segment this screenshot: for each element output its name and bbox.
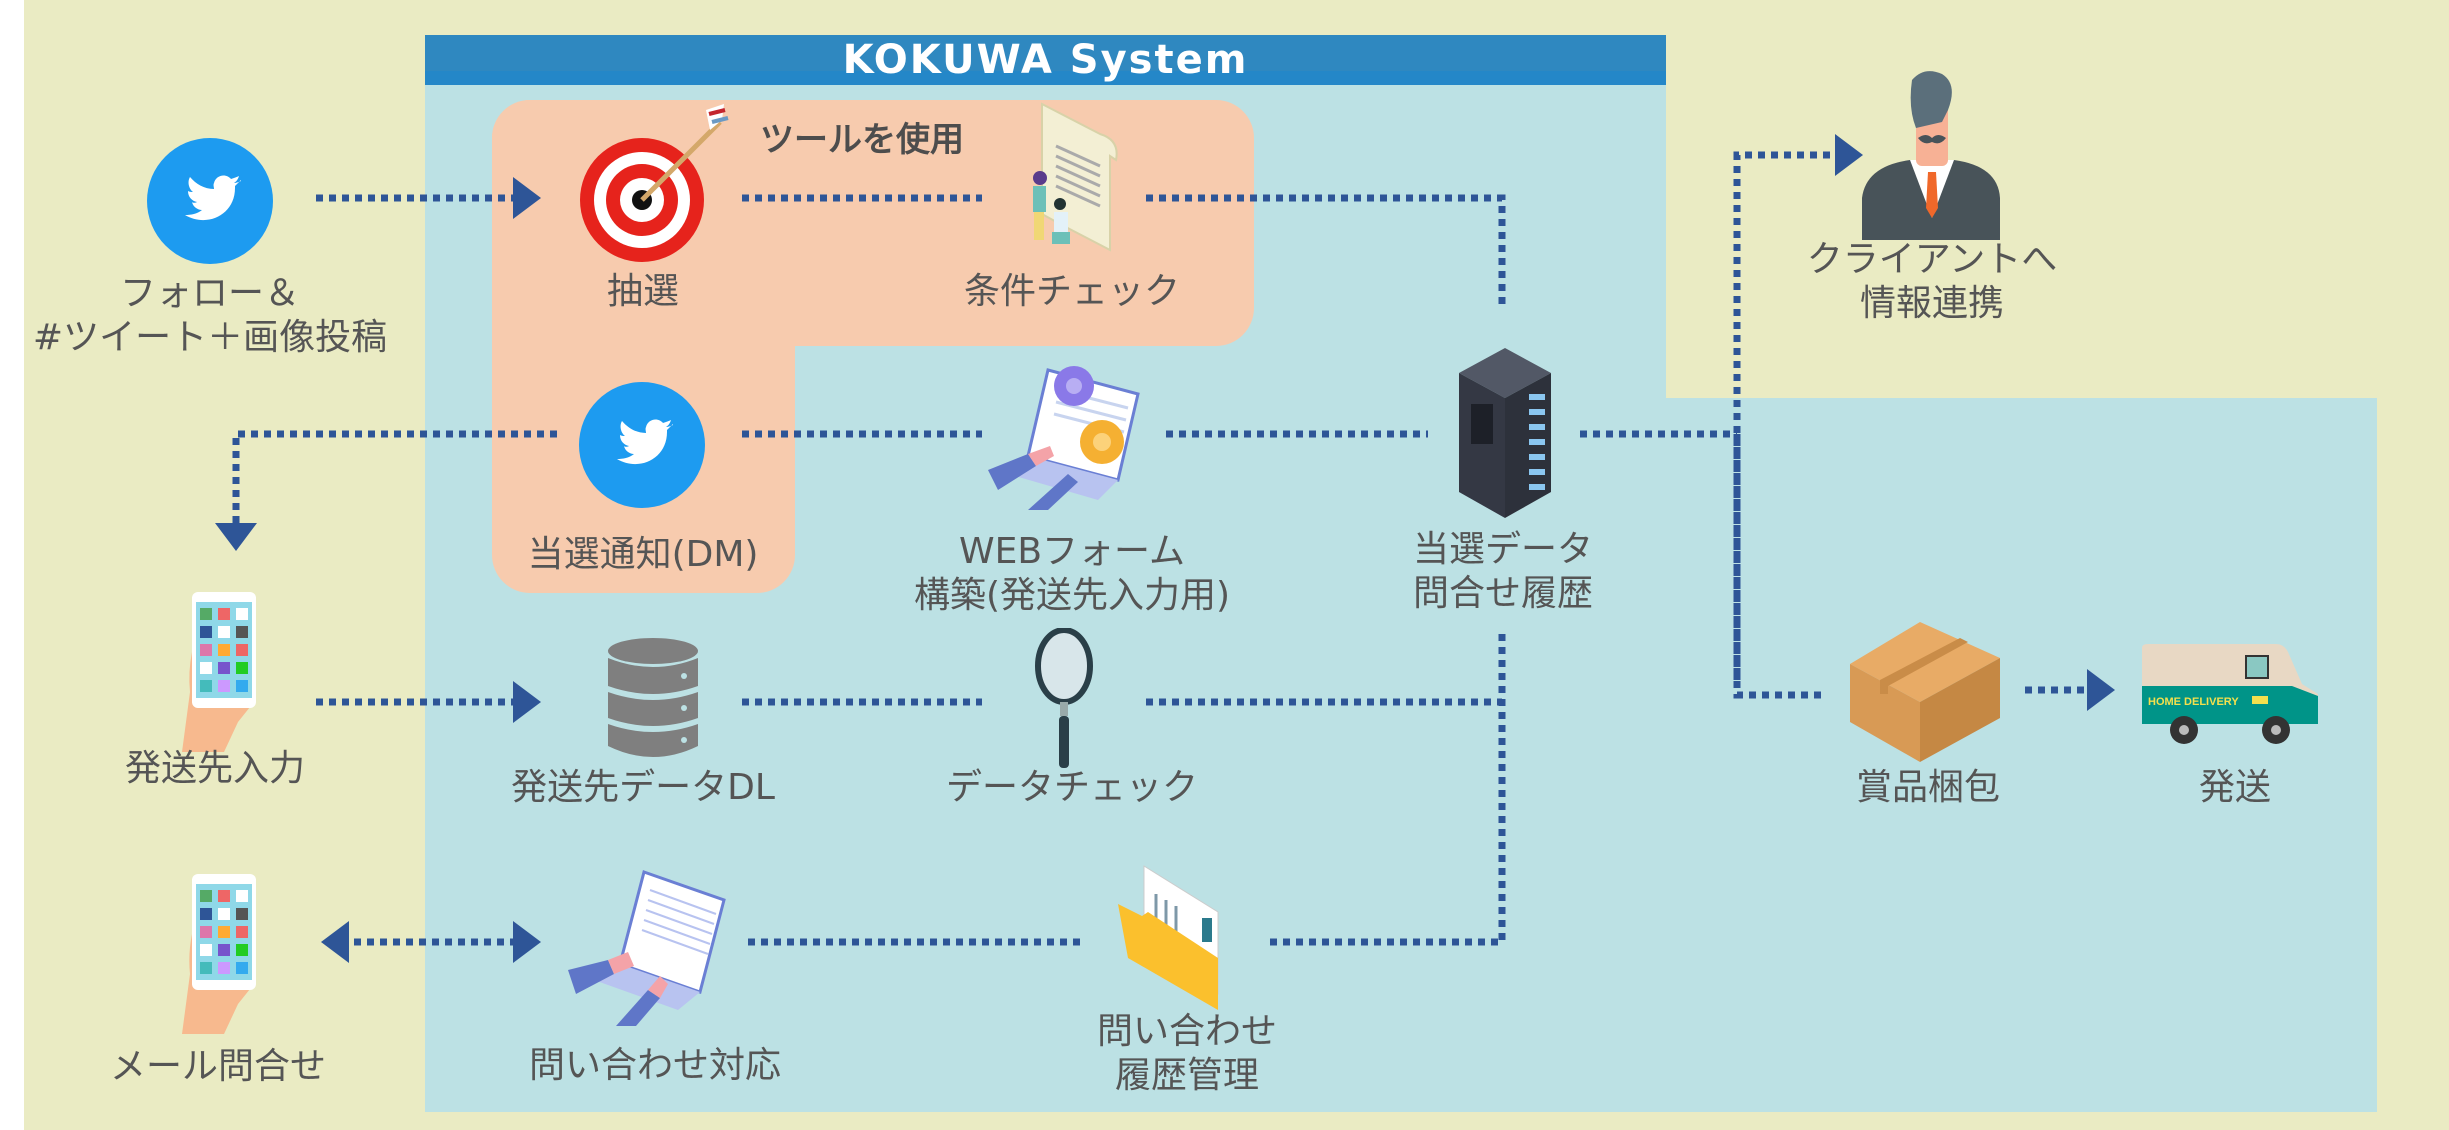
smartphone-icon — [182, 874, 256, 1034]
node-data-check-label: データチェック — [945, 767, 1199, 808]
magnifier-icon — [1035, 628, 1093, 768]
smartphone-icon — [182, 592, 256, 752]
cardboard-box-icon — [1850, 622, 2000, 762]
node-win-data-label: 当選データ 問合せ履歴 — [1412, 529, 1594, 614]
laptop-icon — [568, 870, 726, 1026]
system-title: KOKUWA System — [842, 37, 1249, 83]
delivery-truck-icon: HOME DELIVERY — [2142, 644, 2318, 744]
node-follow-tweet-label: フォロー＆ #ツイート＋画像投稿 — [32, 273, 388, 358]
folder-icon — [1118, 865, 1219, 1010]
twitter-icon — [147, 138, 273, 264]
twitter-icon — [579, 382, 705, 508]
node-client-label: クライアントへ 情報連携 — [1806, 239, 2058, 324]
businessman-icon — [1862, 71, 2000, 240]
node-win-notice-label: 当選通知(DM) — [527, 534, 759, 575]
node-lottery-label: 抽選 — [606, 271, 680, 312]
target-icon — [580, 104, 729, 262]
laptop-gears-icon — [988, 366, 1140, 510]
database-icon — [608, 638, 698, 757]
node-address-input-label: 発送先入力 — [124, 748, 306, 789]
document-check-icon — [1033, 102, 1118, 252]
node-condition-check-label: 条件チェック — [963, 271, 1181, 312]
node-shipping-label: 発送 — [2198, 767, 2272, 808]
node-packing-label: 賞品梱包 — [1855, 767, 2001, 808]
tool-group-label: ツールを使用 — [760, 120, 964, 160]
node-address-dl-label: 発送先データDL — [511, 767, 775, 808]
system-panel-extension — [1666, 398, 2377, 1112]
node-web-form-label: WEBフォーム 構築(発送先入力用) — [913, 531, 1231, 616]
node-mail-inquiry-label: メール問合せ — [109, 1046, 327, 1087]
node-inquiry-history-label: 問い合わせ 履歴管理 — [1096, 1011, 1278, 1096]
node-inquiry-response-label: 問い合わせ対応 — [528, 1045, 782, 1086]
server-icon — [1459, 348, 1551, 518]
system-header: KOKUWA System — [425, 35, 1666, 85]
truck-text: HOME DELIVERY — [2148, 696, 2239, 708]
